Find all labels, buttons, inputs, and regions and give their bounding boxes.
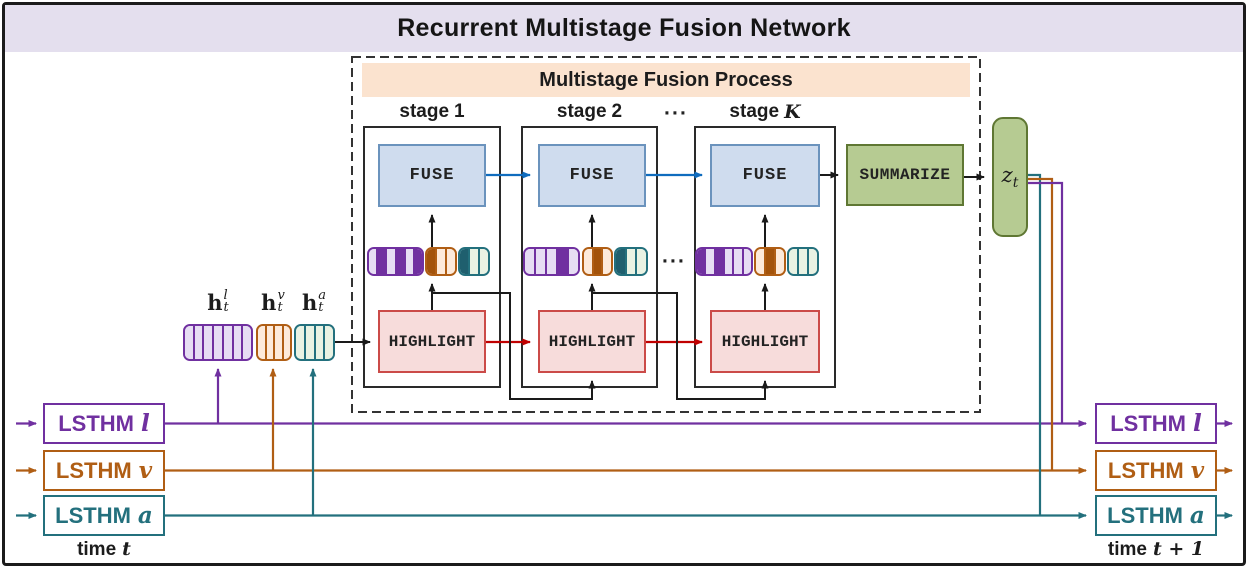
memory-cell	[797, 249, 807, 274]
memory-cell	[385, 249, 395, 274]
memory-cell	[525, 249, 534, 274]
z-output-box: zt	[992, 117, 1028, 237]
memory-cell	[616, 249, 625, 274]
memory-cell	[478, 249, 488, 274]
memory-cell	[427, 249, 435, 274]
hidden-state-cells-acoustic	[294, 324, 335, 361]
memory-cells-language-stage-1	[367, 247, 424, 276]
memory-cell	[212, 326, 222, 359]
highlight-box-stage-k: HIGHLIGHT	[710, 310, 820, 373]
memory-cell	[460, 249, 468, 274]
diagram-title: Recurrent Multistage Fusion Network	[397, 14, 851, 42]
memory-cell	[376, 249, 386, 274]
memory-cell	[567, 249, 578, 274]
fuse-box-stage-1: FUSE	[378, 144, 486, 207]
memory-cell	[591, 249, 602, 274]
memory-cell	[323, 326, 333, 359]
memory-cell	[403, 249, 413, 274]
memory-cell	[435, 249, 445, 274]
memory-cell	[264, 326, 273, 359]
memory-cell	[704, 249, 714, 274]
hidden-state-cells-visual	[256, 324, 292, 361]
hidden-state-cells-language	[183, 324, 253, 361]
memory-cells-visual-stage-2	[582, 247, 613, 276]
fusion-process-header: Multistage Fusion Process	[362, 63, 970, 97]
fuse-box-stage-2: FUSE	[538, 144, 646, 207]
memory-cell	[258, 326, 265, 359]
memory-cell	[185, 326, 193, 359]
memory-cell	[722, 249, 733, 274]
memory-cell	[807, 249, 817, 274]
memory-cell	[281, 326, 290, 359]
memory-cell	[296, 326, 304, 359]
highlight-box-stage-2: HIGHLIGHT	[538, 310, 646, 373]
cells-ellipsis: ···	[662, 250, 686, 273]
memory-cell	[556, 249, 567, 274]
memory-cell	[241, 326, 251, 359]
memory-cell	[534, 249, 545, 274]
memory-cell	[412, 249, 422, 274]
highlight-box-stage-1: HIGHLIGHT	[378, 310, 486, 373]
memory-cell	[624, 249, 636, 274]
memory-cells-acoustic-stage-k	[787, 247, 819, 276]
memory-cell	[601, 249, 611, 274]
memory-cell	[369, 249, 377, 274]
memory-cell	[789, 249, 797, 274]
memory-cell	[697, 249, 705, 274]
memory-cell	[732, 249, 742, 274]
memory-cell	[741, 249, 751, 274]
memory-cell	[774, 249, 784, 274]
summarize-box: SUMMARIZE	[846, 144, 964, 206]
memory-cell	[468, 249, 478, 274]
memory-cells-acoustic-stage-1	[458, 247, 490, 276]
stage-2-label: stage 2	[556, 101, 623, 122]
fuse-box-stage-k: FUSE	[710, 144, 820, 207]
memory-cell	[221, 326, 232, 359]
memory-cells-visual-stage-k	[754, 247, 786, 276]
memory-cell	[273, 326, 282, 359]
memory-cell	[202, 326, 213, 359]
memory-cells-language-stage-k	[695, 247, 753, 276]
memory-cell	[713, 249, 723, 274]
memory-cell	[394, 249, 404, 274]
stage-k-label: stage K	[729, 101, 801, 123]
memory-cell	[192, 326, 203, 359]
memory-cell	[303, 326, 314, 359]
memory-cell	[445, 249, 455, 274]
memory-cell	[635, 249, 646, 274]
memory-cell	[756, 249, 764, 274]
memory-cell	[313, 326, 324, 359]
memory-cell	[231, 326, 242, 359]
memory-cell	[764, 249, 774, 274]
memory-cells-language-stage-2	[523, 247, 580, 276]
memory-cell	[584, 249, 592, 274]
memory-cells-acoustic-stage-2	[614, 247, 648, 276]
z-label: zt	[1001, 162, 1019, 192]
memory-cells-visual-stage-1	[425, 247, 457, 276]
title-band: Recurrent Multistage Fusion Network	[5, 5, 1243, 52]
stage-1-label: stage 1	[399, 101, 465, 122]
stage-ellipsis: ···	[664, 102, 688, 125]
memory-cell	[545, 249, 556, 274]
fusion-process-title: Multistage Fusion Process	[539, 68, 793, 91]
